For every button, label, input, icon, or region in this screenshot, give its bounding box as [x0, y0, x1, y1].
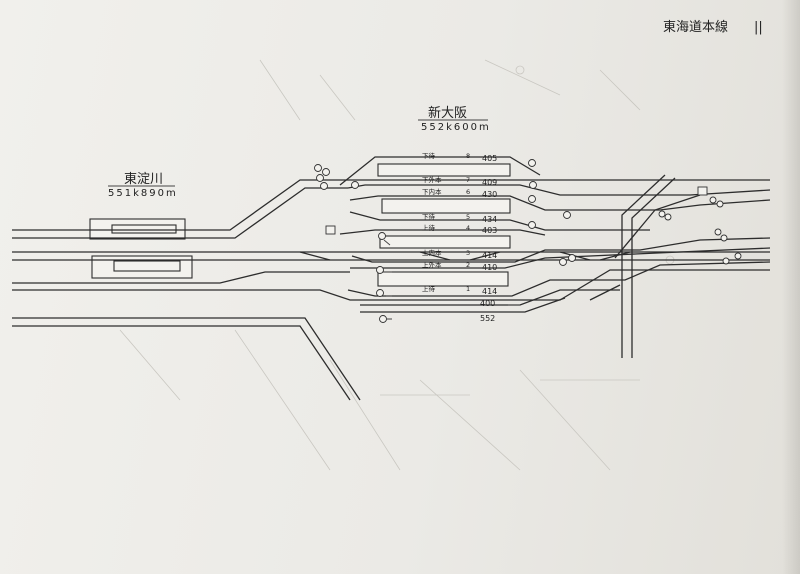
track-value: 414	[482, 251, 497, 260]
track-outer-up	[12, 271, 350, 284]
signal-box-icon	[697, 186, 708, 196]
track-value: 409	[482, 178, 497, 187]
line-title: 東海道本線	[663, 19, 728, 35]
shin-osaka-station-tracks	[339, 156, 771, 313]
flyover-tracks	[614, 174, 701, 358]
track-label: 下待	[422, 151, 436, 160]
signal-icon	[734, 252, 742, 260]
platform-shin-osaka-a	[377, 163, 511, 177]
signal-post-marks	[383, 239, 520, 320]
track-label: 上外本	[422, 260, 442, 269]
station-km-higashi-yodogawa: 551k890m	[108, 188, 178, 199]
extra-value-2: 552	[480, 314, 495, 323]
station-name-shin-osaka: 新大阪	[428, 105, 467, 121]
track-label: 下内本	[422, 187, 442, 196]
signal-icon	[528, 221, 536, 229]
track-labels: 下待 8 405 下外本 7 409 下内本 6 430 下待 5 434 上待 4 403 上内本 3 414 上…	[422, 151, 497, 296]
track-value: 403	[482, 226, 497, 235]
track-value: 434	[482, 215, 497, 224]
signals	[314, 159, 742, 323]
track-4	[339, 229, 546, 236]
signal-box-icon	[325, 225, 336, 235]
track-number: 4	[466, 224, 470, 232]
platform-shin-osaka-d	[377, 271, 509, 287]
signal-icon	[722, 257, 730, 265]
signal-icon	[529, 181, 537, 189]
track-value: 410	[482, 263, 497, 272]
track-6	[349, 195, 771, 211]
flyover-link	[614, 194, 701, 259]
track-label: 下外本	[422, 175, 442, 184]
signal-icon	[664, 213, 672, 221]
track-number: 5	[466, 213, 470, 221]
track-number: 7	[466, 176, 470, 184]
track-branch-lower-2	[12, 325, 351, 401]
signal-icon	[709, 196, 717, 204]
signal-icon	[658, 210, 666, 218]
track-number: 6	[466, 188, 470, 196]
track-value: 430	[482, 190, 497, 199]
platform-shin-osaka-c	[379, 235, 511, 249]
signal-icon	[528, 195, 536, 203]
signal-icon	[720, 234, 728, 242]
track-1	[347, 261, 771, 297]
track-value: 405	[482, 154, 497, 163]
track-branch-lower	[12, 317, 361, 401]
station-km-shin-osaka: 552k600m	[421, 122, 491, 133]
track-outer-down	[12, 179, 770, 231]
track-number: 1	[466, 285, 470, 293]
track-number: 8	[466, 152, 470, 160]
signal-icon	[378, 232, 386, 240]
signal-icon	[716, 200, 724, 208]
platform-building	[113, 260, 181, 272]
track-spur-b	[360, 297, 566, 313]
signal-icon	[322, 168, 330, 176]
title-block: 東海道本線 ||	[663, 19, 763, 35]
track-spur-a	[360, 289, 620, 306]
shin-osaka-platforms	[377, 163, 511, 287]
signal-icon	[714, 228, 722, 236]
track-up-main	[12, 269, 770, 301]
track-3	[351, 237, 771, 263]
title-marks: ||	[754, 20, 763, 35]
platform-shin-osaka-b	[381, 198, 511, 214]
track-number: 3	[466, 249, 470, 257]
track-label: 上待	[422, 223, 436, 232]
bleed-through	[119, 59, 675, 471]
signal-icon	[320, 182, 328, 190]
flyover-track-2	[631, 177, 676, 358]
signal-icon	[314, 164, 322, 172]
station-name-higashi-yodogawa: 東淀川	[124, 171, 163, 187]
signal-icon	[379, 315, 387, 323]
signal-icon	[559, 258, 567, 266]
track-5	[349, 211, 650, 231]
signal-icon	[528, 159, 536, 167]
signal-icon	[316, 174, 324, 182]
extra-value-1: 400	[480, 299, 495, 308]
track-number: 2	[466, 261, 470, 269]
platform-building	[111, 224, 177, 234]
track-label: 下待	[422, 212, 436, 221]
signal-icon	[351, 181, 359, 189]
station-shin-osaka: 新大阪 552k600m	[418, 105, 491, 133]
flyover-track-1	[621, 174, 666, 358]
station-higashi-yodogawa: 東淀川 551k890m	[108, 171, 178, 199]
signal-icon	[568, 254, 576, 262]
track-label: 上内本	[422, 248, 442, 257]
signal-icon	[376, 289, 384, 297]
track-2	[350, 247, 771, 269]
signal-icon	[376, 266, 384, 274]
track-8	[339, 156, 541, 186]
signal-icon	[563, 211, 571, 219]
track-value: 414	[482, 287, 497, 296]
track-label: 上待	[422, 284, 436, 293]
